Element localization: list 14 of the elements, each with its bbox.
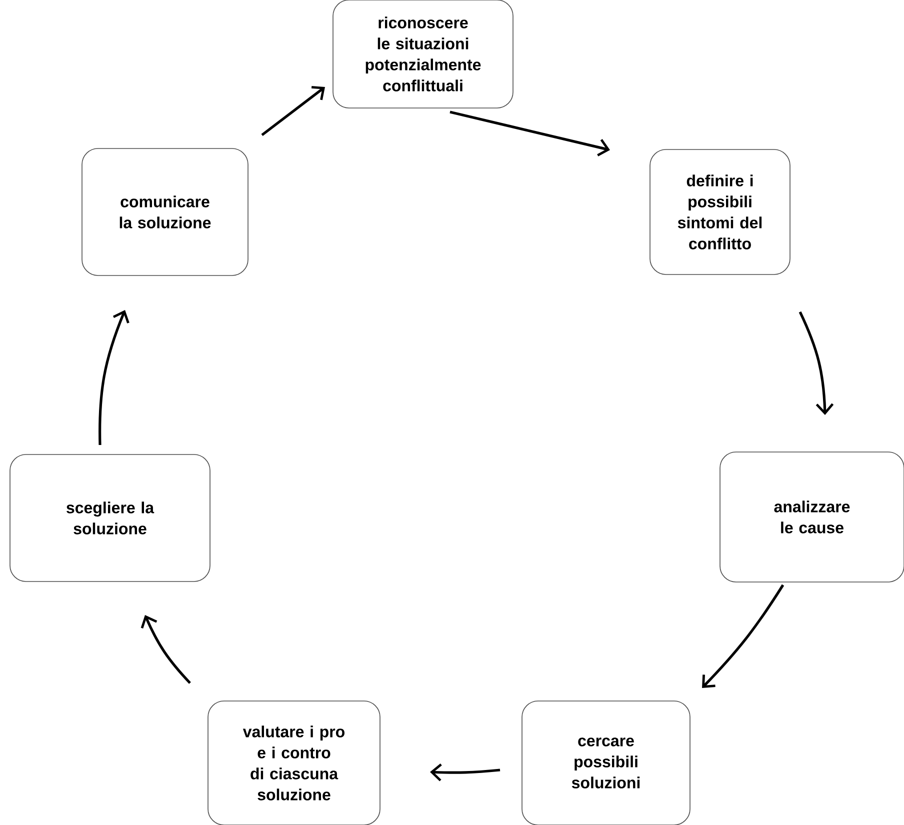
- process-box: valutare i pro e i contro di ciascuna soluzione: [208, 700, 380, 825]
- arrow: [140, 615, 191, 684]
- arrow: [98, 310, 130, 446]
- arrow: [450, 110, 610, 156]
- arrow: [702, 584, 784, 688]
- process-box: cercare possibili soluzioni: [522, 700, 690, 825]
- process-box: analizzare le cause: [720, 452, 904, 582]
- process-box: scegliere la soluzione: [10, 454, 210, 582]
- process-box: definire i possibili sintomi del conflitto: [650, 149, 790, 275]
- arrow: [261, 86, 325, 136]
- process-box: riconoscere le situazioni potenzialmente conflittuali: [332, 0, 514, 108]
- process-box: comunicare la soluzione: [82, 148, 248, 276]
- arrow: [430, 764, 500, 782]
- arrow: [798, 311, 834, 415]
